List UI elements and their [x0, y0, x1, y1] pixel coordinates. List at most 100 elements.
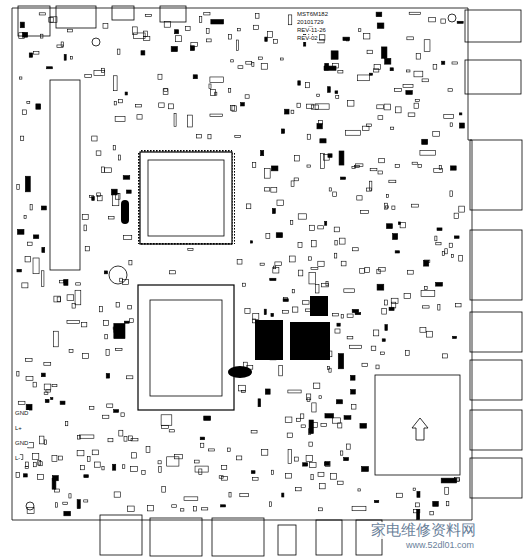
smd-component [239, 385, 246, 391]
smd-component [36, 104, 41, 109]
smd-component [175, 30, 179, 34]
smd-component [147, 506, 153, 511]
smd-component [459, 113, 462, 115]
smd-component [68, 29, 73, 32]
smd-component [329, 351, 332, 357]
smd-component [386, 224, 392, 229]
smd-component [34, 52, 39, 54]
smd-component [292, 290, 294, 293]
smd-component [252, 62, 254, 66]
smd-component [351, 390, 356, 395]
smd-component [333, 314, 339, 316]
smd-component [209, 449, 215, 451]
smd-component [315, 104, 329, 109]
smd-component [385, 325, 387, 331]
pin-name: GND [14, 410, 29, 417]
smd-component [251, 471, 255, 474]
smd-component [417, 509, 420, 519]
smd-component [358, 75, 370, 81]
smd-component [28, 242, 33, 246]
smd-component [219, 476, 223, 478]
smd-component [67, 320, 79, 323]
smd-component [33, 382, 36, 387]
smd-component [450, 123, 452, 127]
revision: REV-02 [296, 35, 319, 42]
smd-component [112, 464, 115, 470]
smd-component [396, 493, 402, 497]
smd-component [276, 233, 282, 238]
smd-component [408, 113, 415, 117]
smd-component [231, 60, 234, 62]
smd-component [433, 501, 439, 506]
smd-component [352, 248, 358, 251]
smd-component [113, 145, 115, 150]
smd-component [55, 503, 57, 507]
smd-component [79, 435, 94, 438]
smd-component [103, 24, 108, 29]
smd-component [111, 189, 117, 195]
smd-component [44, 440, 46, 445]
smd-component [221, 505, 226, 507]
smd-component [459, 123, 464, 128]
smd-component [270, 278, 276, 280]
smd-component [274, 40, 278, 44]
smd-component [294, 457, 298, 461]
smd-component [54, 296, 60, 302]
smd-component [99, 307, 102, 312]
smd-component [260, 263, 264, 265]
smd-component [162, 426, 169, 429]
smd-component [26, 376, 33, 380]
smd-component [145, 14, 151, 16]
smd-component [264, 309, 266, 314]
smd-component [433, 131, 440, 136]
smd-component [174, 454, 182, 458]
smd-component [22, 110, 26, 115]
smd-component [161, 415, 172, 425]
smd-component [85, 247, 89, 251]
smd-component [114, 102, 116, 105]
smd-component [320, 154, 324, 169]
smd-component [83, 353, 89, 358]
revision-date: REV-11-26 [296, 27, 327, 34]
smd-component [386, 195, 388, 198]
smd-component [52, 385, 57, 387]
smd-component [340, 177, 345, 179]
smd-component [282, 493, 284, 497]
smd-component [115, 116, 125, 121]
smd-component [126, 376, 132, 379]
smd-component [344, 416, 351, 420]
smd-component [130, 466, 137, 471]
smd-component [25, 466, 28, 468]
smd-component [395, 251, 399, 253]
smd-component [338, 354, 343, 369]
smd-component [98, 195, 103, 200]
smd-component [346, 444, 350, 449]
smd-component [26, 358, 32, 361]
smd-component [193, 75, 197, 79]
smd-component [200, 437, 204, 440]
smd-component [185, 26, 190, 30]
smd-component [312, 403, 316, 412]
smd-component [424, 286, 427, 289]
smd-component [341, 451, 343, 455]
smd-component [84, 225, 87, 231]
smd-component [448, 89, 453, 92]
smd-component [308, 429, 310, 434]
smd-component [188, 248, 193, 250]
smd-component [271, 313, 274, 316]
smd-component [41, 271, 44, 287]
smd-component [113, 76, 117, 91]
smd-component [275, 262, 282, 266]
smd-component [301, 414, 304, 418]
smd-component [204, 12, 210, 15]
smd-component [301, 425, 305, 428]
smd-component [336, 400, 342, 404]
smd-component [141, 51, 145, 55]
smd-component [90, 406, 94, 409]
smd-component [40, 34, 42, 38]
smd-component [441, 19, 446, 23]
smd-component [211, 90, 216, 96]
smd-component [199, 469, 202, 474]
smd-component [311, 422, 318, 427]
smd-component [277, 200, 284, 206]
